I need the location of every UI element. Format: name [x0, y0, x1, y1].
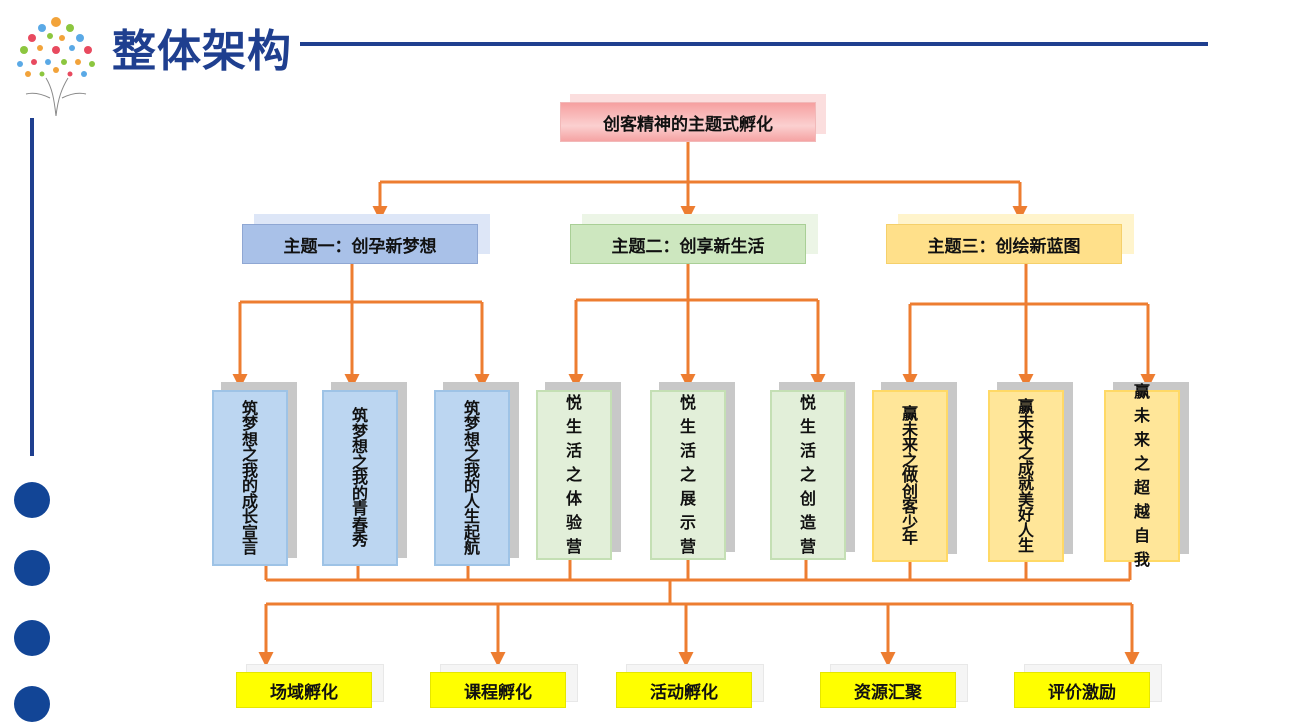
- bottom-node-3: 活动孵化: [616, 664, 764, 708]
- bottom-node-1-label: 场域孵化: [236, 672, 372, 708]
- sub-node-1-1: 筑梦想之我的成长宣言: [212, 382, 297, 566]
- bottom-node-4-label: 资源汇聚: [820, 672, 956, 708]
- sub-node-1-1-label: 筑梦想之我的成长宣言: [212, 390, 288, 566]
- nav-dot-3[interactable]: [14, 620, 50, 656]
- sub-node-3-1-label: 赢未来之做创客少年: [872, 390, 948, 562]
- sub-node-3-1: 赢未来之做创客少年: [872, 382, 957, 562]
- theme-node-3: 主题三：创绘新蓝图: [886, 214, 1134, 264]
- sub-node-2-3-label: 悦生活之创造营: [770, 390, 846, 560]
- sub-node-1-2-label: 筑梦想之我的青春秀: [322, 390, 398, 566]
- theme-node-3-label: 主题三：创绘新蓝图: [886, 224, 1122, 264]
- theme-node-1: 主题一：创孕新梦想: [242, 214, 490, 264]
- page-title: 整体架构: [112, 26, 292, 77]
- bottom-node-3-label: 活动孵化: [616, 672, 752, 708]
- sub-node-2-1: 悦生活之体验营: [536, 382, 621, 560]
- sub-node-3-3-label: 赢未来之超越自我: [1104, 382, 1180, 569]
- sub-node-3-2: 赢未来之成就美好人生: [988, 382, 1073, 562]
- sub-node-2-2-label: 悦生活之展示营: [650, 390, 726, 560]
- sub-node-2-2: 悦生活之展示营: [650, 382, 735, 560]
- sub-node-1-3-label: 筑梦想之我的人生起航: [434, 390, 510, 566]
- side-rule: [30, 118, 34, 456]
- bottom-node-5: 评价激励: [1014, 664, 1162, 708]
- root-node: 创客精神的主题式孵化: [560, 94, 826, 142]
- sub-node-3-2-label: 赢未来之成就美好人生: [988, 390, 1064, 562]
- root-node-label: 创客精神的主题式孵化: [560, 102, 816, 142]
- sub-node-1-2: 筑梦想之我的青春秀: [322, 382, 407, 566]
- bottom-node-2-label: 课程孵化: [430, 672, 566, 708]
- nav-dot-4[interactable]: [14, 686, 50, 722]
- nav-dot-2[interactable]: [14, 550, 50, 586]
- sub-node-2-1-label: 悦生活之体验营: [536, 390, 612, 560]
- sub-node-3-3: 赢未来之超越自我: [1104, 382, 1189, 569]
- tree-logo-icon: [17, 17, 95, 116]
- theme-node-2: 主题二：创享新生活: [570, 214, 818, 264]
- sub-node-1-3: 筑梦想之我的人生起航: [434, 382, 519, 566]
- bottom-node-1: 场域孵化: [236, 664, 384, 708]
- title-rule: [300, 42, 1208, 46]
- bottom-node-4: 资源汇聚: [820, 664, 968, 708]
- sub-node-2-3: 悦生活之创造营: [770, 382, 855, 560]
- bottom-node-2: 课程孵化: [430, 664, 578, 708]
- nav-dot-1[interactable]: [14, 482, 50, 518]
- bottom-node-5-label: 评价激励: [1014, 672, 1150, 708]
- theme-node-1-label: 主题一：创孕新梦想: [242, 224, 478, 264]
- theme-node-2-label: 主题二：创享新生活: [570, 224, 806, 264]
